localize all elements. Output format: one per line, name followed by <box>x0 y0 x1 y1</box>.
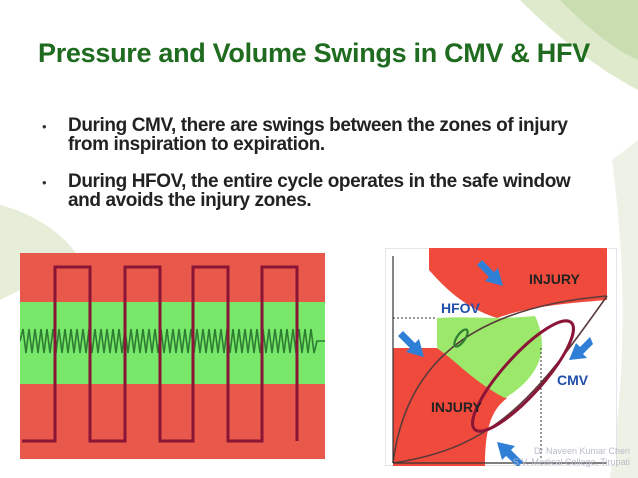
cmv-loop <box>471 319 575 433</box>
danger-zone-top <box>20 253 325 302</box>
pressure-volume-figure: INJURY HFOV CMV INJURY <box>385 248 617 466</box>
label-cmv: CMV <box>557 372 589 388</box>
safe-window <box>437 316 542 398</box>
right-swoosh <box>610 140 638 478</box>
pv-curve-upper <box>392 295 608 464</box>
top-right-swoosh-inner <box>560 0 638 60</box>
slide-title: Pressure and Volume Swings in CMV & HFV <box>38 38 590 68</box>
injury-zone-bottom <box>393 348 507 466</box>
hfov-oscillation-wave <box>20 328 325 354</box>
author-credit: Dr Naveen Kumar Cheri S.V. Medical Colle… <box>513 446 630 468</box>
label-injury-top: INJURY <box>529 271 580 287</box>
label-hfov: HFOV <box>441 300 481 316</box>
bullet-text: During CMV, there are swings between the… <box>68 115 568 155</box>
pressure-waveform-figure <box>20 253 325 459</box>
bullet-cmv: • During CMV, there are swings between t… <box>42 116 602 154</box>
arrow-left-icon <box>398 331 424 357</box>
injury-zone-top <box>429 248 607 318</box>
arrow-top-icon <box>477 260 503 286</box>
hfov-loop <box>453 328 469 348</box>
credit-college: S.V. Medical College, Tirupati <box>512 457 630 467</box>
bullet-dot: • <box>42 175 47 190</box>
arrow-right-icon <box>569 337 593 360</box>
arrow-bottom-icon <box>497 442 523 466</box>
safe-zone <box>20 302 325 384</box>
danger-zone-bottom <box>20 384 325 459</box>
cmv-square-wave <box>22 265 299 443</box>
bullet-hfov: • During HFOV, the entire cycle operates… <box>42 172 602 210</box>
pv-curve-lower <box>392 295 608 464</box>
label-injury-bottom: INJURY <box>431 399 482 415</box>
bullet-text: During HFOV, the entire cycle operates i… <box>68 171 571 211</box>
credit-name: Dr Naveen Kumar Cheri <box>533 446 630 456</box>
bullet-dot: • <box>42 119 47 134</box>
bullet-list: • During CMV, there are swings between t… <box>42 116 602 228</box>
